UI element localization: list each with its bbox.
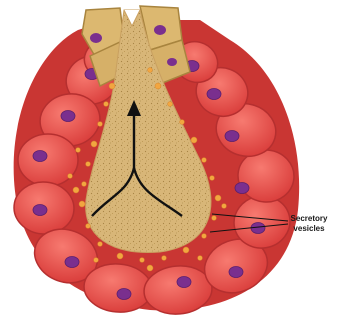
- cell-nucleus: [225, 131, 239, 142]
- cell-nucleus: [235, 183, 249, 194]
- secretory-vesicle: [222, 204, 227, 209]
- cell-nucleus: [177, 277, 191, 288]
- secretory-vesicle: [180, 120, 185, 125]
- cell-nucleus: [61, 111, 75, 122]
- secretory-vesicle: [202, 234, 207, 239]
- duct-nucleus: [154, 25, 166, 35]
- cell-nucleus: [229, 267, 243, 278]
- secretory-vesicle: [76, 148, 81, 153]
- secretory-vesicle: [73, 187, 79, 193]
- secretory-vesicle: [168, 102, 173, 107]
- secretory-vesicle: [109, 83, 115, 89]
- cell-nucleus: [33, 151, 47, 162]
- secretory-vesicle: [212, 216, 217, 221]
- secretory-vesicle: [162, 256, 167, 261]
- secretory-vesicle: [86, 224, 91, 229]
- secretory-vesicle: [94, 258, 99, 263]
- cell-nucleus: [117, 289, 131, 300]
- secretory-vesicle: [202, 158, 207, 163]
- secretory-vesicle: [98, 122, 103, 127]
- secretory-vesicle: [198, 256, 203, 261]
- secretory-vesicle: [147, 265, 153, 271]
- secretory-vesicle: [215, 195, 221, 201]
- secretory-vesicle: [82, 182, 87, 187]
- duct-nucleus: [167, 58, 177, 66]
- secretory-vesicle: [117, 253, 123, 259]
- secretory-vesicle: [210, 176, 215, 181]
- secretory-vesicle: [68, 174, 73, 179]
- secretory-vesicle: [191, 137, 197, 143]
- secretory-vesicle: [140, 258, 145, 263]
- secretory-vesicles-label: Secretory vesicles: [282, 214, 336, 234]
- cell-nucleus: [65, 257, 79, 268]
- secretory-vesicle: [104, 102, 109, 107]
- secretory-vesicle: [183, 247, 189, 253]
- secretory-vesicle: [98, 242, 103, 247]
- secretory-vesicle: [79, 201, 85, 207]
- secretory-vesicle: [148, 68, 153, 73]
- cell-nucleus: [33, 205, 47, 216]
- secretory-vesicle: [155, 83, 161, 89]
- cell-nucleus: [207, 89, 221, 100]
- secretory-vesicle: [86, 162, 91, 167]
- secretory-vesicle: [91, 141, 97, 147]
- duct-nucleus: [90, 33, 102, 43]
